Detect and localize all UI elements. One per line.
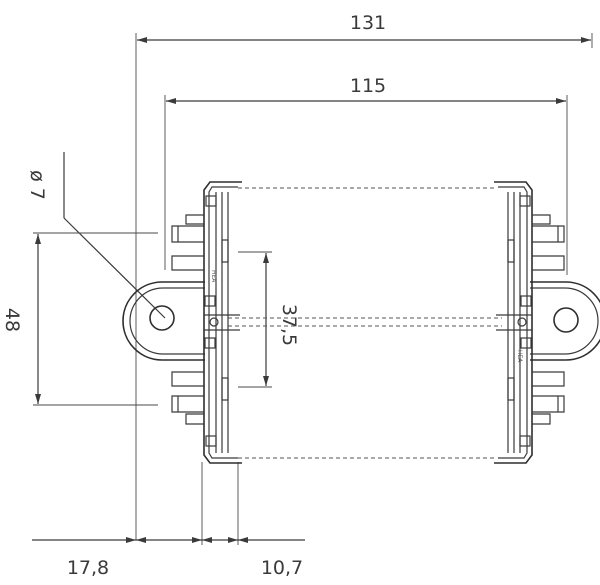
right-logo-mark: HEA xyxy=(516,350,523,363)
right-bobbin-frame: HEA xyxy=(494,181,533,464)
dim-bottom-offsets: 17,8 10,7 xyxy=(32,462,305,579)
left-bobbin-frame: HEA xyxy=(203,181,242,464)
left-pins xyxy=(171,214,204,425)
dim-37-5-label: 37,5 xyxy=(278,304,300,346)
dim-d7-label: ø 7 xyxy=(26,170,48,200)
dim-10-7-label: 10,7 xyxy=(261,557,303,579)
dim-mounting-height: 48 xyxy=(1,232,158,406)
dim-overall-length: 131 xyxy=(135,12,593,540)
dim-131-label: 131 xyxy=(350,12,386,34)
dim-hole-diameter: ø 7 xyxy=(26,152,166,319)
left-mount-hole xyxy=(149,305,175,331)
dim-115-label: 115 xyxy=(350,75,386,97)
right-mounting-ear xyxy=(530,281,600,361)
dim-inner-pitch: 37,5 xyxy=(238,251,300,388)
transformer-core-outline xyxy=(228,187,502,459)
dim-body-length: 115 xyxy=(164,75,568,275)
left-logo-mark: HEA xyxy=(210,270,217,283)
right-mount-hole xyxy=(553,307,579,333)
left-mounting-ear xyxy=(122,281,205,361)
right-pins xyxy=(532,214,565,425)
dim-17-8-label: 17,8 xyxy=(67,557,109,579)
dim-48-label: 48 xyxy=(1,308,23,332)
